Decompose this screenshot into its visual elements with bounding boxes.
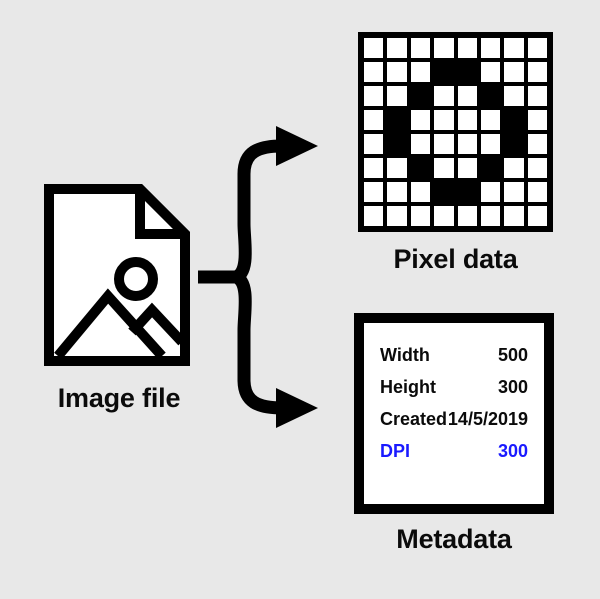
pixel-cell-r7-c8 <box>527 182 547 202</box>
pixel-cell-r4-c2 <box>387 110 407 130</box>
pixel-cell-r7-c2 <box>387 182 407 202</box>
mountain-small-icon <box>128 302 186 346</box>
pixel-cell-r5-c6 <box>480 134 501 154</box>
page-fold <box>135 189 185 239</box>
metadata-value: 300 <box>497 377 528 397</box>
pixel-cell-r1-c8 <box>527 38 547 58</box>
pixel-cell-r6-c7 <box>504 158 524 178</box>
pixel-cell-r2-c2 <box>387 62 407 82</box>
metadata-value: 300 <box>497 441 528 461</box>
pixel-data-grid <box>358 32 553 232</box>
pixel-cell-r4-c1 <box>364 110 384 130</box>
pixel-cell-r8-c6 <box>480 206 501 226</box>
metadata-value: 14/5/2019 <box>447 409 528 429</box>
pixel-cell-r7-c1 <box>364 182 384 202</box>
pixel-cell-r2-c6 <box>480 62 501 82</box>
pixel-cell-r3-c7 <box>504 86 524 106</box>
pixel-cell-r1-c7 <box>504 38 524 58</box>
mountain-large-icon <box>54 288 166 360</box>
image-file-icon <box>44 184 190 366</box>
metadata-label: Metadata <box>396 524 512 554</box>
pixel-cell-r2-c4 <box>434 62 454 82</box>
pixel-cell-r6-c6 <box>480 158 501 178</box>
pixel-cell-r3-c6 <box>480 86 501 106</box>
pixel-cell-r3-c8 <box>527 86 547 106</box>
pixel-cell-r5-c8 <box>527 134 547 154</box>
pixel-cell-r4-c4 <box>434 110 454 130</box>
pixel-cell-r2-c1 <box>364 62 384 82</box>
pixel-cell-r5-c2 <box>387 134 407 154</box>
pixel-cell-r6-c1 <box>364 158 384 178</box>
pixel-cell-r8-c1 <box>364 206 384 226</box>
pixel-cell-r1-c3 <box>410 38 431 58</box>
pixel-cell-r1-c4 <box>434 38 454 58</box>
metadata-key: Height <box>380 377 436 397</box>
pixel-cell-r4-c6 <box>480 110 501 130</box>
pixel-cell-r7-c5 <box>457 182 477 202</box>
branching-arrows <box>196 112 348 442</box>
pixel-cell-r4-c7 <box>504 110 524 130</box>
pixel-cell-r4-c5 <box>457 110 477 130</box>
pixel-cell-r8-c7 <box>504 206 524 226</box>
metadata-row: Width 500 <box>380 345 528 366</box>
pixel-cell-r8-c4 <box>434 206 454 226</box>
pixel-cell-r6-c8 <box>527 158 547 178</box>
pixel-cell-r4-c3 <box>410 110 431 130</box>
metadata-key: DPI <box>380 441 411 461</box>
metadata-value: 500 <box>497 345 528 365</box>
pixel-cell-r3-c4 <box>434 86 454 106</box>
arrow-to-metadata-stem <box>232 270 283 415</box>
pixel-cell-r7-c4 <box>434 182 454 202</box>
pixel-cell-r5-c3 <box>410 134 431 154</box>
pixel-data-label: Pixel data <box>393 244 518 274</box>
arrow-to-metadata-head <box>276 388 318 428</box>
pixel-cell-r6-c4 <box>434 158 454 178</box>
pixel-cell-r1-c2 <box>387 38 407 58</box>
pixel-cell-r1-c5 <box>457 38 477 58</box>
pixel-cell-r5-c7 <box>504 134 524 154</box>
pixel-cell-r8-c5 <box>457 206 477 226</box>
pixel-cell-r2-c3 <box>410 62 431 82</box>
pixel-cell-r8-c3 <box>410 206 431 226</box>
pixel-cell-r7-c6 <box>480 182 501 202</box>
metadata-row: DPI 300 <box>380 441 528 462</box>
arrow-to-pixel-data-stem <box>232 139 283 284</box>
pixel-cell-r7-c7 <box>504 182 524 202</box>
sun-icon <box>114 257 158 301</box>
pixel-cell-r3-c1 <box>364 86 384 106</box>
pixel-cell-r4-c8 <box>527 110 547 130</box>
metadata-row: Height 300 <box>380 377 528 398</box>
pixel-cell-r5-c4 <box>434 134 454 154</box>
pixel-cell-r7-c3 <box>410 182 431 202</box>
arrow-to-pixel-data-head <box>276 126 318 166</box>
pixel-cell-r8-c2 <box>387 206 407 226</box>
pixel-cell-r6-c2 <box>387 158 407 178</box>
metadata-key: Created <box>380 409 448 429</box>
pixel-cell-r8-c8 <box>527 206 547 226</box>
image-file-label: Image file <box>57 383 181 413</box>
pixel-cell-r5-c5 <box>457 134 477 154</box>
pixel-cell-r2-c5 <box>457 62 477 82</box>
metadata-key: Width <box>380 345 430 365</box>
pixel-cell-r6-c3 <box>410 158 431 178</box>
pixel-cell-r3-c5 <box>457 86 477 106</box>
pixel-cell-r2-c7 <box>504 62 524 82</box>
pixel-cell-r6-c5 <box>457 158 477 178</box>
pixel-cell-r2-c8 <box>527 62 547 82</box>
pixel-cell-r1-c1 <box>364 38 384 58</box>
pixel-cell-r3-c3 <box>410 86 431 106</box>
pixel-cell-r3-c2 <box>387 86 407 106</box>
pixel-cell-r5-c1 <box>364 134 384 154</box>
pixel-cell-r1-c6 <box>480 38 501 58</box>
